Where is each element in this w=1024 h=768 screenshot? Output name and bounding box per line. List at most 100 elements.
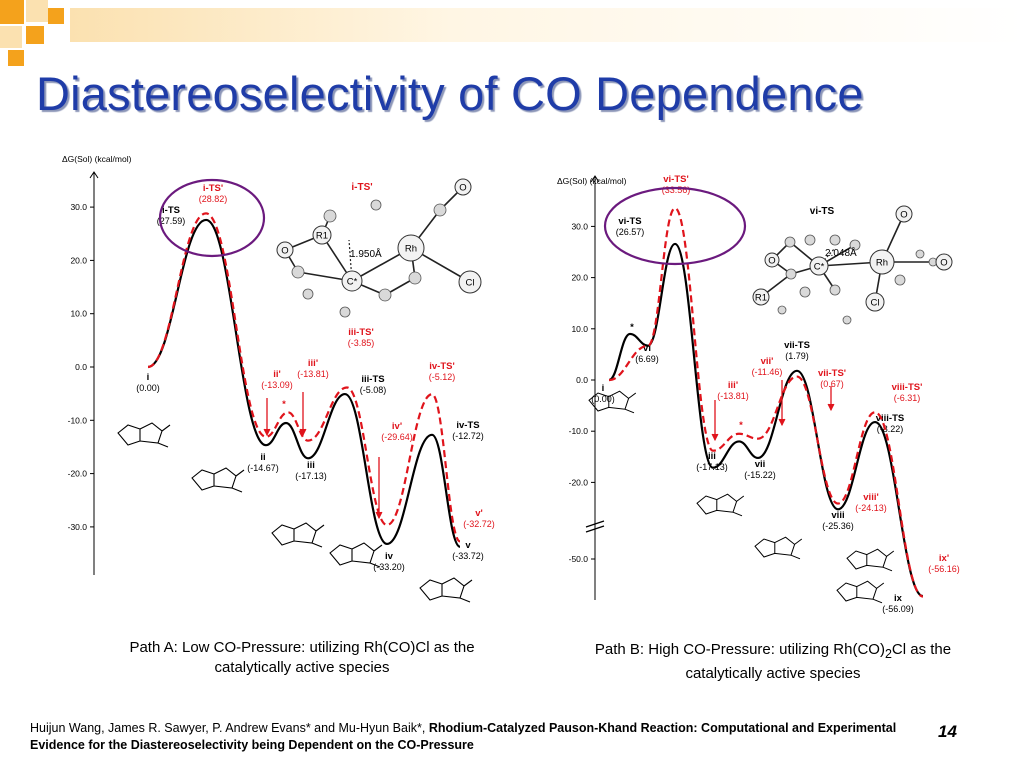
pointer-arrowhead-2 (827, 403, 835, 412)
path-b-caption-subscript: 2 (884, 647, 892, 661)
structure-atom-label-cstar-4: C* (347, 277, 358, 288)
point-value-iii-0-4: (-17.13) (295, 471, 327, 481)
point-value-viii-ts-prime-1-8: (-6.31) (894, 393, 921, 403)
point-label-ix-prime-1-9: ix' (939, 553, 949, 564)
point-label-viii-prime-1-7: viii' (863, 492, 878, 503)
deco-square-2 (26, 0, 48, 22)
structure-atom-small-11 (777, 305, 787, 315)
point-label-vii-prime-1-5: vii' (761, 356, 774, 367)
point-label-v-prime-1-8: v' (475, 508, 483, 519)
point-label-vii-ts-prime-1-6: vii-TS' (818, 368, 846, 379)
intermediate-structure-2-bonds (754, 536, 803, 560)
intermediate-structure-0-bonds (588, 390, 637, 414)
point-label-viii-0-8: viii (831, 510, 844, 521)
intermediate-structure-2 (754, 536, 803, 560)
structure-atom-small-0 (784, 236, 796, 248)
point-label-ii-prime-1-2: ii' (273, 369, 281, 380)
path-primary-curve (147, 218, 462, 548)
point-label-vi-0-2: vi (643, 343, 651, 354)
structure-atom-label-o-2: O (281, 246, 288, 257)
point-value-iv-prime-1-6: (-29.64) (381, 432, 413, 442)
y-axis-arrow (89, 171, 99, 179)
path-b-caption-main: Path B: High CO-Pressure: utilizing Rh(C… (594, 641, 885, 658)
point-value-iii-ts-0-5: (-5.08) (360, 385, 387, 395)
structure-atom-cstar-5 (809, 256, 829, 276)
deco-square-6 (8, 50, 24, 66)
pointer-arrowhead-1 (778, 418, 786, 427)
path-b-caption-tail: Cl as the catalytically active species (685, 641, 952, 682)
point-value-viii-0-8: (-25.36) (822, 521, 854, 531)
ts-highlight-circle (158, 178, 266, 258)
intermediate-structure-1 (191, 467, 245, 493)
point-label-i-0-0: i (602, 383, 605, 394)
intermediate-structure-0 (588, 390, 637, 414)
structure-atom-small-1 (291, 265, 305, 279)
structure-atom-label-rh-0: Rh (405, 244, 417, 255)
structure-forming-bond (348, 239, 353, 282)
structure-atom-label-cl-1: Cl (871, 298, 880, 309)
intermediate-structure-4 (836, 580, 885, 604)
ts-highlight-circle (603, 186, 747, 266)
point-value-i-0-0: (0.00) (136, 383, 160, 393)
structure-atom-small-6 (302, 288, 314, 300)
point-value-vi-ts-0-3: (26.57) (616, 227, 645, 237)
intermediate-structure-2-bonds (271, 522, 325, 548)
point-label-iii-0-4: iii (307, 460, 315, 471)
structure-atom-small-3 (408, 271, 422, 285)
point-label-iv-prime-1-6: iv' (392, 421, 402, 432)
structure-atom-small-1 (804, 234, 816, 246)
point-label-ii-0-2: ii (260, 452, 265, 463)
intermediate-structure-1 (696, 493, 745, 517)
y-axis-break-mark (585, 520, 605, 533)
point-value-iii-0-4: (-17.13) (696, 462, 728, 472)
point-value-viii-ts-0-9: (-8.22) (877, 424, 904, 434)
intermediate-structure-3-bonds (846, 548, 895, 572)
point-value-ix-prime-1-9: (-56.16) (928, 564, 960, 574)
structure-atom-r1-6 (752, 288, 770, 306)
point-label-iv-ts-prime-1-7: iv-TS' (429, 361, 455, 372)
point-value-ii-prime-1-2: (-13.09) (261, 380, 293, 390)
structure-atom-small-4 (785, 268, 797, 280)
structure-atom-label-o-2: O (768, 256, 775, 267)
point-value-i-ts-prime-1-1: (28.82) (199, 194, 228, 204)
path-prime-curve (608, 207, 924, 598)
point-value-vii-0-6: (-15.22) (744, 470, 776, 480)
point-value-vi-0-2: (6.69) (635, 354, 659, 364)
citation: Huijun Wang, James R. Sawyer, P. Andrew … (30, 720, 930, 754)
bond-length-label: 2.048Å (825, 246, 857, 259)
point-label-iii-ts-0-5: iii-TS (361, 374, 384, 385)
y-tick-label-3: 0.0 (576, 375, 588, 385)
bond-length-label: 1.950Å (350, 247, 382, 260)
y-tick-label-2: 10.0 (571, 324, 588, 334)
path-a-energy-diagram: ΔG(Sol) (kcal/mol)30.020.010.00.0-10.0-2… (62, 154, 495, 603)
structure-atom-cl-1 (458, 270, 482, 294)
y-tick-label-4: -10.0 (68, 415, 88, 425)
intermediate-structure-0 (117, 422, 171, 448)
point-value-vii-ts-prime-1-6: (0.67) (820, 379, 844, 389)
intermediate-structure-1-bonds (696, 493, 745, 517)
y-tick-label-1: 20.0 (571, 273, 588, 283)
path-a-caption: Path A: Low CO-Pressure: utilizing Rh(CO… (129, 639, 475, 676)
point-label-v-0-8: v (465, 540, 471, 551)
y-tick-label-6: -50.0 (569, 554, 589, 564)
structure-atom-o-3 (454, 178, 472, 196)
point-value-vi-ts-prime-1-2: (33.56) (662, 185, 691, 195)
point-label-vi-ts-0-3: vi-TS (618, 216, 641, 227)
structure-atom-label-o-3: O (459, 183, 466, 194)
structure-atom-label-cstar-5: C* (814, 262, 825, 273)
slide-title: Diastereoselectivity of CO Dependence (36, 67, 864, 120)
point-value-iii-prime-1-3: (-13.81) (717, 391, 749, 401)
point-label-iii-prime-1-3: iii' (728, 380, 738, 391)
intermediate-structure-2 (271, 522, 325, 548)
structure-atom-small-0 (323, 209, 337, 223)
structure-atom-small-5 (829, 284, 841, 296)
structure-atom-small-10 (842, 315, 852, 325)
structure-atom-label-cl-1: Cl (466, 278, 475, 289)
point-value-viii-prime-1-7: (-24.13) (855, 503, 887, 513)
y-axis-arrow (590, 175, 600, 183)
intermediate-structure-1-bonds (191, 467, 245, 493)
ts-structure-label: vi-TS (810, 206, 835, 217)
point-value-i-0-0: (0.00) (591, 394, 615, 404)
